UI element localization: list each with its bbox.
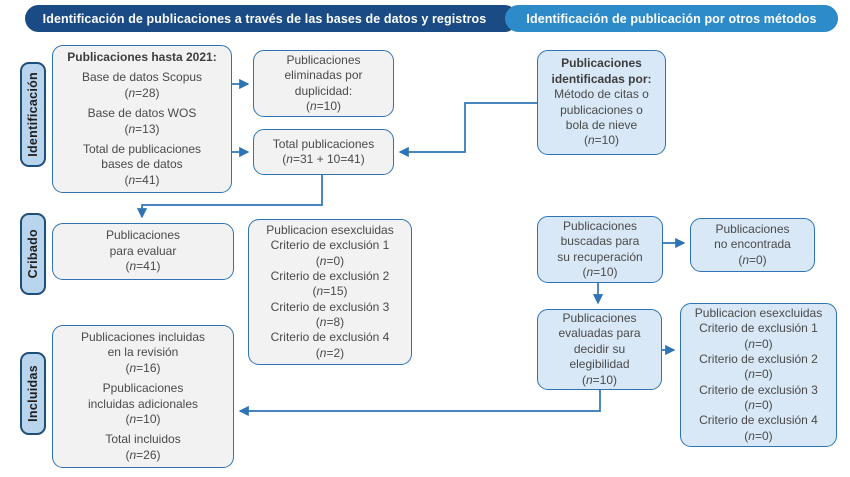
box-included: Publicaciones incluidas en la revisión (… xyxy=(52,325,234,468)
header-other-methods-label: Identificación de publicación por otros … xyxy=(526,11,817,26)
arrow-other-to-total xyxy=(398,102,537,158)
included-item-additional: Ppublicaciones incluidas adicionales (n=… xyxy=(87,381,199,426)
box-not-retrieved: Publicaciones no encontrada (n=0) xyxy=(690,218,815,272)
box-excluded-eligibility: Publicacion esexcluidas Criterio de excl… xyxy=(680,303,837,447)
criterion-3: Criterio de exclusión 3 (n=8) xyxy=(270,299,390,330)
header-other-methods: Identificación de publicación por otros … xyxy=(505,5,838,32)
databases-item-wos: Base de datos WOS (n=13) xyxy=(87,106,197,136)
stage-identification: Identificación xyxy=(20,62,46,167)
box-databases-title: Publicaciones hasta 2021: xyxy=(67,50,217,65)
stage-included: Incluidas xyxy=(20,352,46,435)
box-to-screen: Publicaciones para evaluar (n=41) xyxy=(52,223,234,280)
included-item-review: Publicaciones incluidas en la revisión (… xyxy=(80,330,206,375)
excluded-eligibility-title: Publicacion esexcluidas xyxy=(694,305,823,320)
box-identified-other-methods: Publicaciones identificadas por: Método … xyxy=(537,50,666,155)
criterion-2: Criterio de exclusión 2 (n=15) xyxy=(270,268,390,299)
criterion-3: Criterio de exclusión 3 (n=0) xyxy=(699,382,818,413)
excluded-screening-title: Publicacion esexcluidas xyxy=(266,222,394,237)
stage-screening-label: Cribado xyxy=(26,229,40,279)
criterion-4: Criterio de exclusión 4 (n=0) xyxy=(699,413,818,443)
box-total-publications: Total publicaciones (n=31 + 10=41) xyxy=(253,129,394,175)
box-excluded-screening: Publicacion esexcluidas Criterio de excl… xyxy=(248,219,412,365)
included-item-total: Total incluidos (n=26) xyxy=(105,432,181,462)
stage-included-label: Incluidas xyxy=(26,365,40,422)
criterion-2: Criterio de exclusión 2 (n=0) xyxy=(699,351,818,382)
criterion-4: Criterio de exclusión 4 (n=2) xyxy=(270,330,390,360)
box-sought-retrieval: Publicaciones buscadas para su recuperac… xyxy=(537,216,663,283)
stage-identification-label: Identificación xyxy=(26,72,40,157)
header-databases-label: Identificación de publicaciones a través… xyxy=(42,11,487,26)
arrow-assessed-to-included xyxy=(238,390,601,417)
header-databases-registries: Identificación de publicaciones a través… xyxy=(25,5,518,32)
databases-item-total: Total de publicaciones bases de datos (n… xyxy=(82,141,202,187)
stage-screening: Cribado xyxy=(20,213,46,295)
box-duplicates-removed: Publicaciones eliminadas por duplicidad:… xyxy=(253,50,394,117)
databases-item-scopus: Base de datos Scopus (n=28) xyxy=(81,70,203,100)
box-assessed-eligibility: Publicaciones evaluadas para decidir su … xyxy=(537,309,662,390)
box-databases: Publicaciones hasta 2021: Base de datos … xyxy=(52,45,232,193)
criterion-1: Criterio de exclusión 1 (n=0) xyxy=(270,238,390,268)
criterion-1: Criterio de exclusión 1 (n=0) xyxy=(699,321,818,351)
